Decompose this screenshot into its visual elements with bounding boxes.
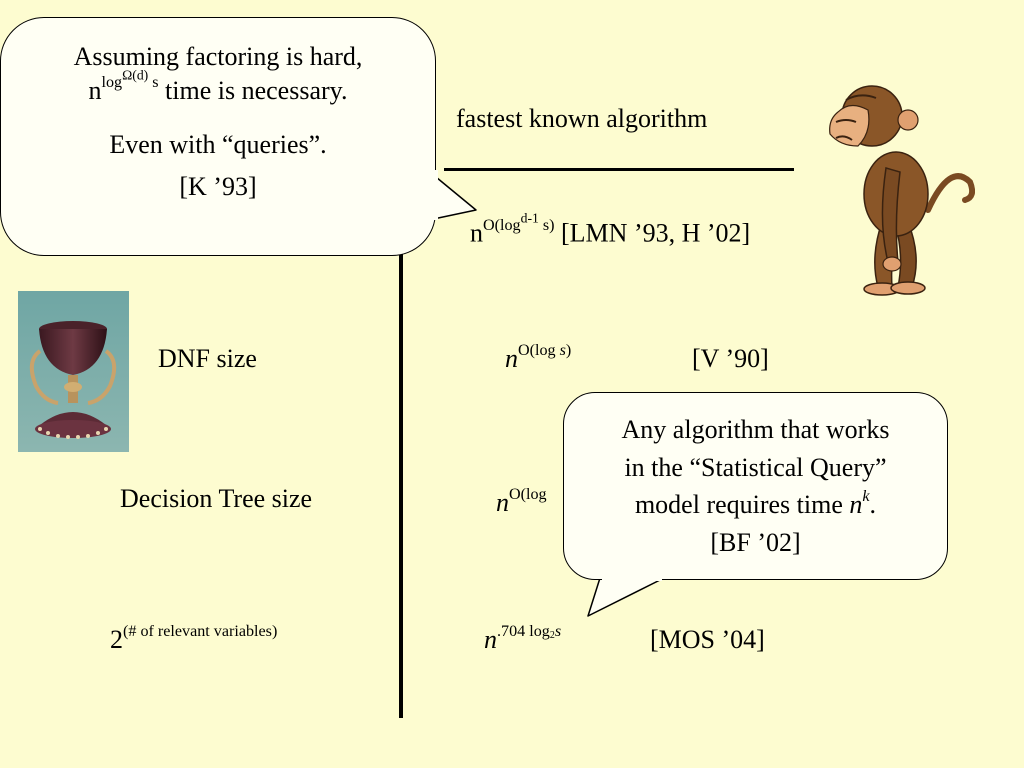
bubble-left-tail-joint <box>432 170 438 220</box>
bubble-left-line1: Assuming factoring is hard, <box>73 42 363 71</box>
column-title: fastest known algorithm <box>456 104 708 133</box>
bubble-left-line2-exp-c: s <box>148 73 159 91</box>
bubble-right-line3-end: . <box>869 490 877 520</box>
speech-bubble-statistical-query: Any algorithm that works in the “Statist… <box>563 392 948 580</box>
bubble-left-line2: nlogΩ(d) s time is necessary. <box>1 68 435 108</box>
top-result-exp-power: d-1 <box>520 210 539 225</box>
row-bound-dnf-exp: O(log <box>518 341 560 359</box>
bubble-right-line3-exp: k <box>862 488 870 506</box>
row-label-relevant-vars: 2(# of relevant variables) <box>110 623 277 654</box>
row-bound-dnf: nO(log s) <box>505 342 571 373</box>
row-bound-decision-tree: nO(log <box>496 486 547 517</box>
bubble-right-line3-base: n <box>849 490 863 520</box>
chalice-image <box>18 291 129 452</box>
bubble-right-line4: [BF ’02] <box>710 528 801 558</box>
bubble-right-line2: in the “Statistical Query” <box>624 452 887 482</box>
header-rule <box>444 168 794 171</box>
row-bound-rv-exp-a: .704 <box>497 622 526 640</box>
top-result-exp: O(log <box>483 216 521 234</box>
bubble-left-line2-exp-a: log <box>101 73 123 91</box>
row-bound-rv-exp-var: s <box>554 622 562 640</box>
top-result-exp-end: s) <box>538 216 555 234</box>
row-label-dnf: DNF size <box>158 344 257 373</box>
row-label-decision-tree: Decision Tree size <box>120 484 313 513</box>
monkey-illustration <box>800 82 976 297</box>
speech-bubble-factoring: Assuming factoring is hard, nlogΩ(d) s t… <box>0 17 436 256</box>
row-label-rv-base: 2 <box>110 625 123 654</box>
row-bound-dnf-exp-end: ) <box>565 341 572 359</box>
row-citation-relevant-vars: [MOS ’04] <box>650 625 765 654</box>
row-bound-dnf-base: n <box>505 344 518 373</box>
bubble-right-line1: Any algorithm that works <box>621 415 890 444</box>
bubble-left-line2-base: n <box>88 75 102 105</box>
column-divider <box>399 240 403 718</box>
top-result-base: n <box>470 218 483 248</box>
row-bound-relevant-vars: n.704 log2s <box>484 623 561 654</box>
bubble-left-line2-exp-b: Ω(d) <box>122 67 149 83</box>
row-bound-dt-exp: O(log <box>509 485 547 503</box>
bubble-right-line3: model requires time nk. <box>564 486 947 524</box>
top-result-bound: nO(logd-1 s) [LMN ’93, H ’02] <box>470 211 751 248</box>
row-bound-rv-exp-b: log <box>529 622 550 640</box>
row-citation-dnf: [V ’90] <box>692 344 769 373</box>
bubble-right-line3-pre: model requires time <box>634 490 850 520</box>
bubble-right-tail-joint <box>602 576 662 581</box>
row-label-rv-exp: (# of relevant variables) <box>123 622 278 640</box>
top-result-citation: [LMN ’93, H ’02] <box>561 218 751 248</box>
bubble-left-line3: Even with “queries”. <box>109 129 327 159</box>
row-bound-rv-base: n <box>484 625 497 654</box>
row-bound-dnf-exp-var: s <box>559 341 566 359</box>
row-bound-dt-base: n <box>496 488 509 517</box>
bubble-left-line4: [K ’93] <box>179 172 257 202</box>
bubble-left-line2-rest: time is necessary. <box>158 75 348 105</box>
row-bound-rv-exp-sub: 2 <box>549 629 555 641</box>
